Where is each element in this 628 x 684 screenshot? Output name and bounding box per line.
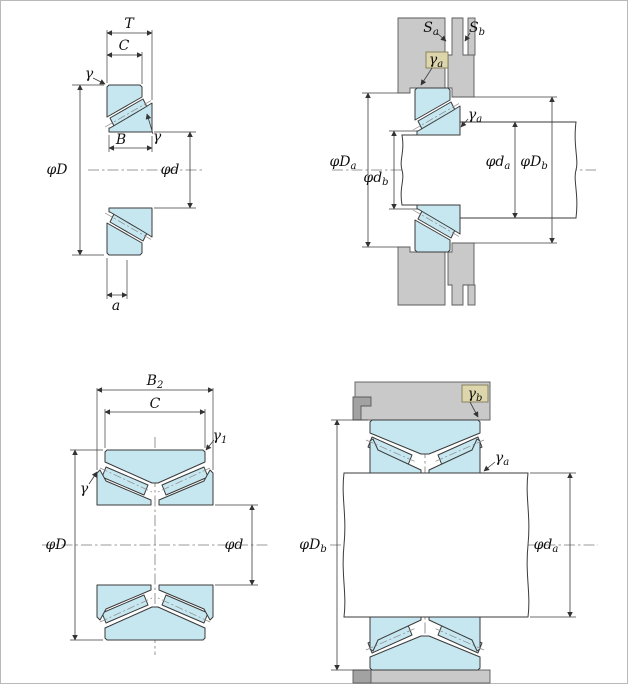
label-C: C: [119, 38, 130, 54]
shaft: [400, 121, 578, 219]
label-r-b-box: γb: [468, 386, 483, 404]
label-a: a: [112, 298, 120, 314]
roller-top-left: [101, 466, 149, 496]
outer-ring-bottom: [414, 219, 451, 253]
inner-ring-bottom-left: [369, 616, 422, 652]
label-phi-D: φD: [46, 162, 67, 178]
label-r-a: γa: [468, 107, 482, 125]
roller-bottom-left: [101, 594, 149, 624]
chamfer-leader: [145, 113, 154, 135]
end-cap-top: [447, 17, 475, 98]
roller-axis: [365, 439, 417, 463]
roller-bottom-right: [161, 594, 209, 624]
roller-top-right: [161, 466, 209, 496]
outer-ring-top: [414, 87, 451, 121]
housing-bottom: [354, 669, 491, 684]
chamfer-leader: [92, 77, 106, 85]
outer-ring-bottom: [106, 222, 143, 256]
label-chamfer-r: γ: [85, 66, 94, 82]
label-C: C: [150, 396, 161, 412]
inner-ring-top-left: [369, 438, 422, 474]
outer-ring-top: [106, 84, 143, 118]
label-chamfer-r-inner: γ: [153, 129, 162, 145]
clearance-leader: [464, 32, 471, 42]
outer-ring-bottom: [369, 635, 481, 671]
figure-double-row-mounted: γb γa φDb φda: [299, 381, 598, 684]
roller-axis: [433, 627, 485, 651]
label-r-a: γa: [495, 450, 509, 468]
fillet-leader: [469, 401, 479, 418]
figure-double-row-bearing: B2 C γ1 γ φD φd: [42, 373, 268, 655]
fillet-callout-box: [461, 384, 489, 403]
label-phi-D: φD: [45, 537, 66, 553]
fillet-callout-box: [425, 51, 449, 69]
outer-ring-top: [369, 419, 481, 455]
roller-axis: [412, 209, 461, 238]
inner-ring-bottom-right: [158, 584, 214, 621]
roller-axis: [365, 627, 417, 651]
label-phi-D-b: φDb: [299, 537, 326, 555]
label-phi-d: φd: [161, 162, 180, 178]
label-phi-d-a: φda: [486, 154, 511, 172]
figure-single-row-mounted: Sa Sb γa γa φDa φdb φda φDb: [330, 17, 596, 306]
label-phi-d-b: φdb: [363, 170, 388, 188]
roller-axis: [412, 102, 461, 131]
inner-ring-top-right: [158, 469, 214, 506]
roller-axis: [99, 597, 153, 623]
chamfer-leader: [88, 471, 98, 485]
clearance-leader: [436, 32, 447, 42]
label-phi-d-a: φda: [534, 537, 559, 555]
label-S-b: Sb: [469, 20, 485, 38]
label-B2: B2: [146, 373, 164, 391]
label-B: B: [115, 132, 126, 148]
inner-ring-top-right: [428, 438, 481, 474]
inner-ring-bottom: [108, 207, 153, 238]
roller-axis: [99, 467, 153, 493]
inner-ring-bottom-right: [428, 616, 481, 652]
roller-axis: [157, 597, 211, 623]
housing-bottom: [397, 246, 446, 306]
roller-axis: [157, 467, 211, 493]
label-chamfer-r: γ: [80, 481, 89, 497]
fillet-leader: [420, 67, 433, 86]
chamfer-leader: [205, 439, 215, 451]
roller-axis: [433, 439, 485, 463]
label-r-a-box: γa: [429, 52, 443, 70]
label-chamfer-r1: γ1: [213, 428, 228, 446]
label-phi-d: φd: [225, 537, 244, 553]
figure-single-row-bearing: T C γ γ B φD φd a: [46, 16, 202, 314]
outer-ring-top: [104, 449, 206, 484]
fillet-leader: [460, 118, 469, 128]
label-phi-D-a: φDa: [330, 154, 357, 172]
inner-ring-bottom-left: [96, 584, 152, 621]
label-S-a: Sa: [423, 20, 439, 38]
label-phi-D-b: φDb: [520, 154, 547, 172]
outer-ring-bottom: [104, 606, 206, 641]
seal-ring-bottom: [352, 669, 372, 684]
fillet-leader: [483, 461, 496, 472]
spacer-bottom: [467, 284, 476, 306]
label-T: T: [124, 16, 135, 32]
roller-axis: [104, 212, 153, 241]
shaft: [342, 472, 530, 618]
roller-axis: [104, 99, 153, 128]
